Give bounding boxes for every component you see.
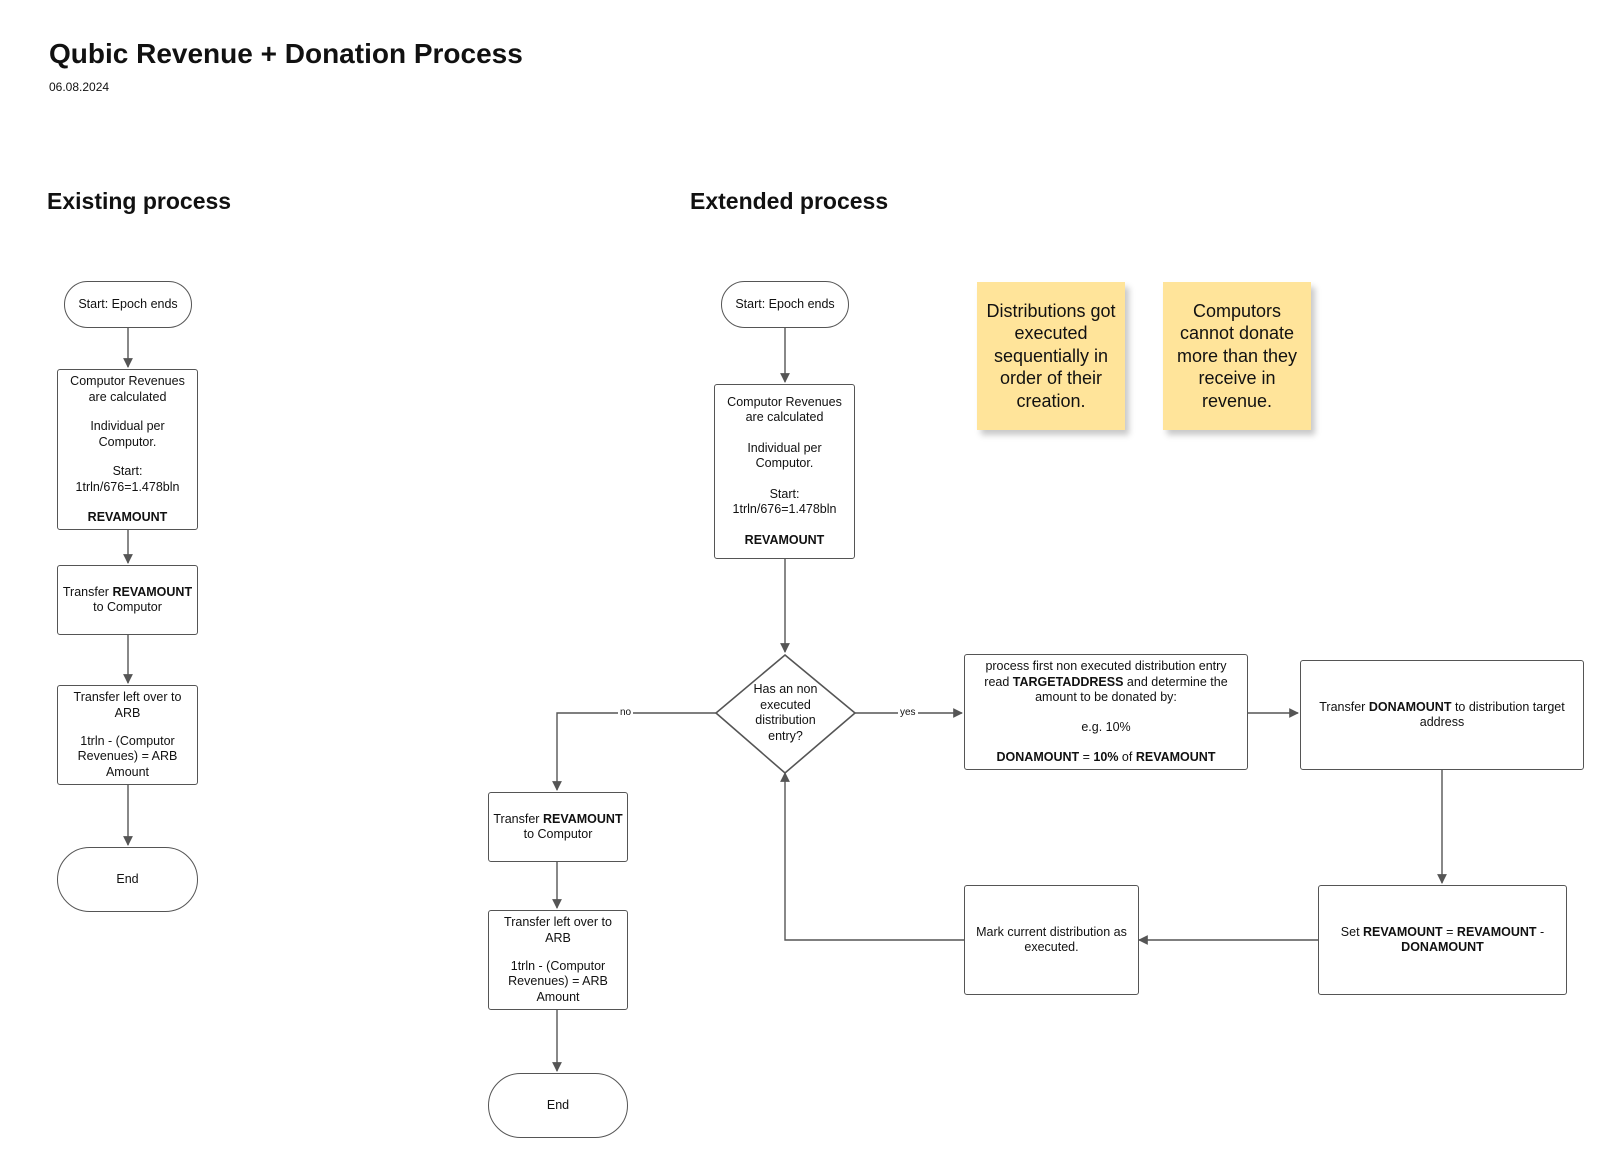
section-title-extended: Extended process [690,188,889,214]
decision-label: Has an non executed distribution entry? [753,682,818,743]
set-rev-var2: REVAMOUNT [1456,924,1537,939]
extended-revenues-var: REVAMOUNT [744,532,825,547]
section-title-existing: Existing process [47,188,232,214]
process-entry-line2-post: and determine the amount to be donated b… [1035,674,1228,705]
existing-revenues-node: Computor Revenues are calculated Individ… [57,369,198,530]
extended-end-label: End [546,1097,570,1112]
existing-transfer-var: REVAMOUNT [112,584,193,599]
extended-transfer-post: to Computor [523,827,593,841]
existing-revenues-line3a: Start: [112,464,143,479]
extended-leftover-line1: Transfer left over to ARB [504,915,612,945]
existing-revenues-line2: Individual per Computor. [90,419,165,449]
existing-transfer-node: Transfer REVAMOUNT to Computor [57,565,198,635]
existing-end-label: End [116,871,139,886]
set-rev-pre: Set [1340,924,1364,939]
extended-leftover-line2: 1trln - (Computor Revenues) = ARB Amount [508,958,608,1004]
process-entry-line1: process first non executed distribution … [985,659,1227,673]
process-entry-f-var1: DONAMOUNT [996,749,1080,764]
existing-revenues-line3b: 1trln/676=1.478bln [75,479,180,494]
set-rev-eq: = [1442,924,1457,939]
transfer-donation-var: DONAMOUNT [1368,699,1452,714]
extended-revenues-line2: Individual per Computor. [747,440,822,471]
extended-start-label: Start: Epoch ends [735,296,835,311]
extended-transfer-var: REVAMOUNT [542,811,623,826]
process-entry-f-pct: 10% [1093,749,1119,764]
process-entry-line2-var: TARGETADDRESS [1012,674,1124,689]
transfer-donation-pre: Transfer [1319,699,1369,714]
extended-transfer-node: Transfer REVAMOUNT to Computor [488,792,628,862]
existing-revenues-line1: Computor Revenues are calculated [70,374,185,404]
process-entry-f-of: of [1118,749,1136,764]
extended-end-node: End [488,1073,628,1138]
extended-leftover-node: Transfer left over to ARB 1trln - (Compu… [488,910,628,1010]
set-revamount-node: Set REVAMOUNT = REVAMOUNT - DONAMOUNT [1318,885,1567,995]
existing-transfer-post: to Computor [93,600,162,614]
existing-revenues-var: REVAMOUNT [87,509,168,524]
existing-end-node: End [57,847,198,912]
page-title: Qubic Revenue + Donation Process [49,38,523,69]
sticky-note-sequential: Distributions got executed sequentially … [977,282,1125,430]
existing-leftover-line2: 1trln - (Computor Revenues) = ARB Amount [77,733,178,779]
process-entry-node: process first non executed distribution … [964,654,1248,770]
edge-label-yes: yes [898,707,918,718]
mark-executed-node: Mark current distribution as executed. [964,885,1139,995]
decision-diamond [714,653,857,775]
set-rev-minus: - [1536,924,1545,939]
existing-leftover-line1: Transfer left over to ARB [73,690,182,720]
page-date: 06.08.2024 [49,80,110,94]
extended-revenues-line3b: 1trln/676=1.478bln [732,502,837,517]
process-entry-f-eq: = [1079,749,1094,764]
extended-revenues-node: Computor Revenues are calculated Individ… [714,384,855,559]
edge-decision-no [552,712,716,791]
extended-transfer-pre: Transfer [493,811,543,826]
process-entry-f-var2: REVAMOUNT [1135,749,1216,764]
edge-label-no: no [618,707,634,718]
transfer-donation-node: Transfer DONAMOUNT to distribution targe… [1300,660,1584,770]
transfer-donation-post: to distribution target address [1419,699,1565,730]
extended-revenues-line1: Computor Revenues are calculated [727,394,842,425]
existing-transfer-pre: Transfer [62,584,113,599]
existing-start-node: Start: Epoch ends [64,281,192,328]
process-entry-line2-pre: read [984,674,1013,689]
existing-start-label: Start: Epoch ends [78,296,178,311]
process-entry-example: e.g. 10% [1081,719,1131,734]
extended-start-node: Start: Epoch ends [721,281,849,328]
mark-executed-label: Mark current distribution as executed. [976,924,1127,955]
set-rev-var1: REVAMOUNT [1363,924,1443,939]
extended-revenues-line3a: Start: [769,486,800,501]
existing-leftover-node: Transfer left over to ARB 1trln - (Compu… [57,685,198,785]
sticky-note-donation-limit: Computors cannot donate more than they r… [1163,282,1311,430]
edge-mark-decision [780,772,964,941]
set-rev-var3: DONAMOUNT [1401,940,1484,954]
